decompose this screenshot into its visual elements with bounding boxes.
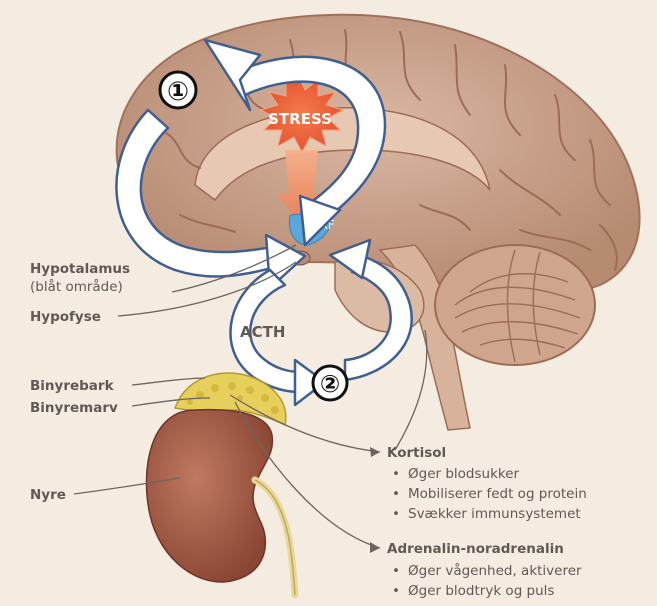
adrenalin-item: Øger blodtryk og puls [408,583,554,599]
kortisol-bullet: • [392,506,400,522]
cerebellum [435,245,595,365]
stress-label: STRESS [268,110,332,128]
adrenalin-bullet: • [392,583,400,599]
label-binyrebark: Binyrebark [30,378,115,394]
adrenalin-item: Øger vågenhed, aktiverer [408,562,582,579]
label-nyre: Nyre [30,487,66,503]
kortisol-item: Svækker immunsystemet [408,506,581,522]
step-2-label: ② [320,370,340,398]
kortisol-item: Øger blodsukker [408,466,520,482]
anatomy-labels: Hypotalamus (blåt område) Hypofyse Binyr… [30,261,130,503]
acth-label: ACTH [240,323,285,341]
kidney-illustration [146,373,295,595]
label-hypotalamus: Hypotalamus [30,261,130,277]
leader-arrowheads [370,447,380,553]
adrenalin-bullet: • [392,563,400,579]
step-2-marker: ② [313,366,347,400]
adrenalin-block: Adrenalin-noradrenalin • Øger vågenhed, … [387,541,582,599]
label-hypotalamus-sub: (blåt område) [30,278,123,295]
label-hypofyse: Hypofyse [30,309,101,325]
step-1-marker: ① [160,72,196,108]
kortisol-item: Mobiliserer fedt og protein [408,486,587,502]
kortisol-bullet: • [392,486,400,502]
kortisol-title: Kortisol [387,445,446,461]
adrenalin-title: Adrenalin-noradrenalin [387,541,564,557]
label-binyremarv: Binyremarv [30,400,118,416]
kortisol-block: Kortisol • Øger blodsukker • Mobiliserer… [387,445,587,522]
kortisol-bullet: • [392,466,400,482]
step-1-label: ① [167,77,189,107]
